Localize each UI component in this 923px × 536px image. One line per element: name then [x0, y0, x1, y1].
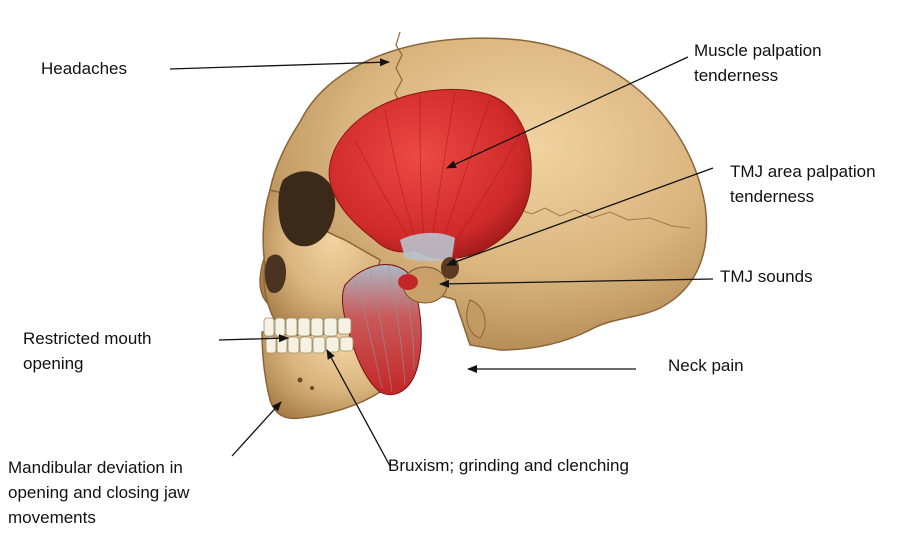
label-restricted-mouth-line-1: Restricted mouth — [23, 326, 152, 351]
label-muscle-palpation: Muscle palpation tenderness — [694, 38, 822, 88]
label-headaches: Headaches — [41, 56, 127, 81]
mental-foramen-2 — [310, 386, 314, 390]
label-mandibular-deviation-line-1: Mandibular deviation in — [8, 455, 189, 480]
label-bruxism-line-1: Bruxism; grinding and clenching — [388, 453, 629, 478]
label-mandibular-deviation-line-3: movements — [8, 505, 189, 530]
ear-canal — [441, 257, 459, 279]
label-neck-pain-line-1: Neck pain — [668, 353, 744, 378]
label-tmj-sounds-line-1: TMJ sounds — [720, 264, 813, 289]
label-tmj-area: TMJ area palpation tenderness — [730, 159, 876, 209]
label-bruxism: Bruxism; grinding and clenching — [388, 453, 629, 478]
label-muscle-palpation-line-1: Muscle palpation — [694, 38, 822, 63]
temporal-tendon — [400, 233, 455, 261]
articular-disc — [398, 274, 418, 290]
label-restricted-mouth-line-2: opening — [23, 351, 152, 376]
label-restricted-mouth: Restricted mouth opening — [23, 326, 152, 376]
label-mandibular-deviation: Mandibular deviation in opening and clos… — [8, 455, 189, 530]
label-mandibular-deviation-line-2: opening and closing jaw — [8, 480, 189, 505]
label-muscle-palpation-line-2: tenderness — [694, 63, 822, 88]
label-tmj-area-line-1: TMJ area palpation — [730, 159, 876, 184]
label-tmj-area-line-2: tenderness — [730, 184, 876, 209]
arrow-mandibular — [232, 402, 281, 456]
label-headaches-line-1: Headaches — [41, 56, 127, 81]
label-tmj-sounds: TMJ sounds — [720, 264, 813, 289]
label-neck-pain: Neck pain — [668, 353, 744, 378]
mental-foramen — [298, 378, 303, 383]
